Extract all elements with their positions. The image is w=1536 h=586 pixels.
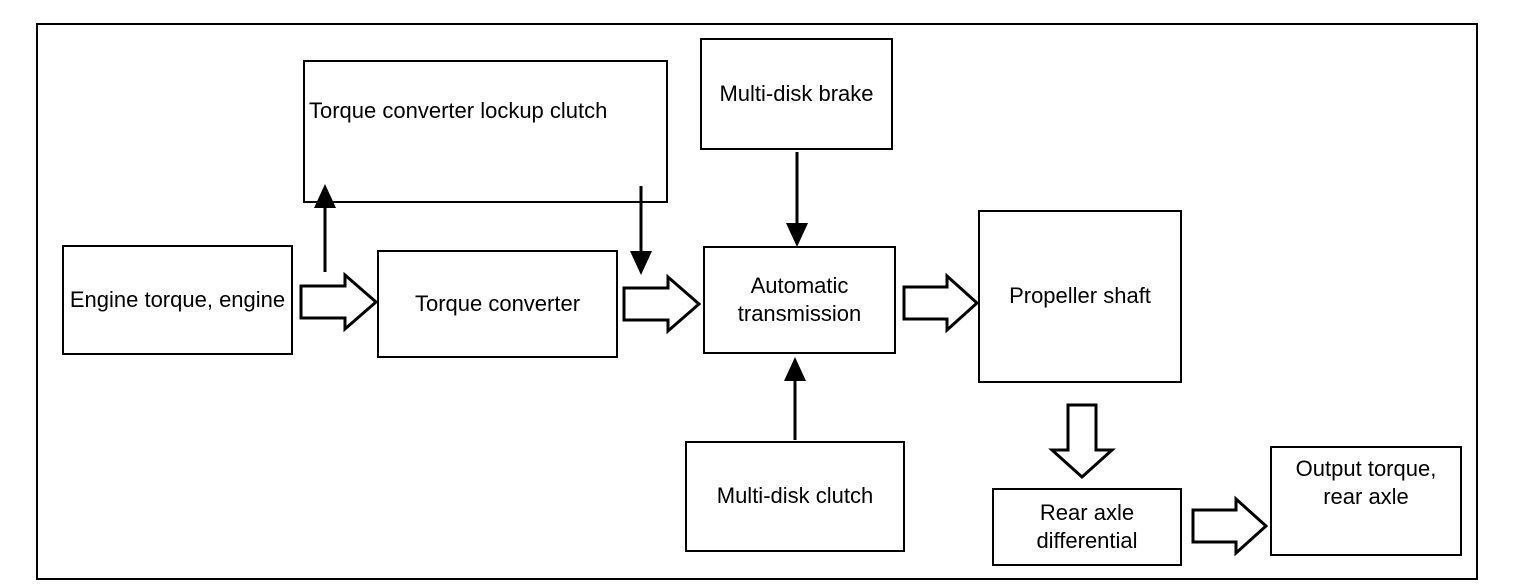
node-torque-converter-lockup-clutch-label: Torque converter lockup clutch	[309, 98, 608, 123]
node-automatic-transmission: Automatic transmission	[703, 246, 896, 354]
node-output-torque-label: Output torque, rear axle	[1295, 456, 1437, 510]
node-propeller-shaft: Propeller shaft	[978, 210, 1182, 383]
node-torque-converter: Torque converter	[377, 250, 618, 358]
node-propeller-shaft-label: Propeller shaft	[1009, 283, 1151, 309]
node-torque-converter-label: Torque converter	[414, 290, 581, 316]
node-multi-disk-brake: Multi-disk brake	[700, 38, 893, 150]
node-rear-axle-differential-label: Rear axle differential	[1036, 499, 1138, 553]
node-engine-torque: Engine torque, engine	[62, 245, 293, 355]
node-torque-converter-lockup-clutch: Torque converter lockup clutch	[303, 60, 668, 203]
node-rear-axle-differential: Rear axle differential	[992, 488, 1182, 566]
node-engine-torque-label: Engine torque, engine	[69, 286, 286, 312]
node-multi-disk-clutch-label: Multi-disk clutch	[716, 483, 874, 509]
node-multi-disk-brake-label: Multi-disk brake	[719, 80, 874, 106]
node-output-torque: Output torque, rear axle	[1270, 446, 1462, 556]
node-multi-disk-clutch: Multi-disk clutch	[685, 441, 905, 552]
node-automatic-transmission-label: Automatic transmission	[737, 272, 862, 326]
